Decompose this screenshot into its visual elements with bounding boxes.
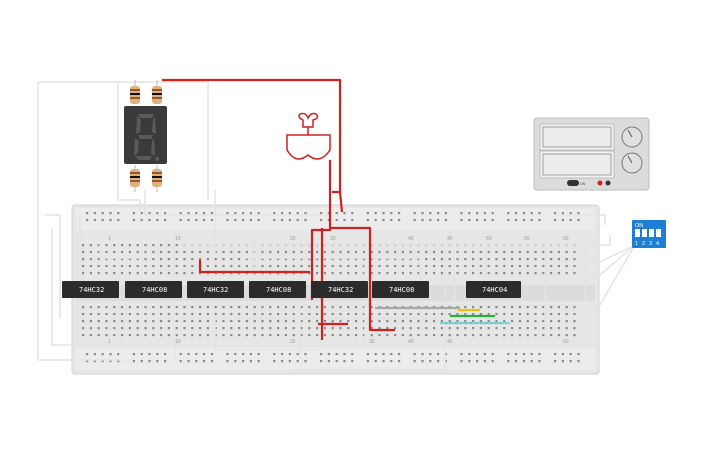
power-button-label: ON xyxy=(580,182,586,186)
seven-segment-digit xyxy=(134,114,159,161)
dip-toggle[interactable] xyxy=(642,229,647,237)
dip-position-label: 4 xyxy=(656,241,659,247)
column-number: 30 xyxy=(330,236,336,242)
resistor[interactable] xyxy=(152,165,162,192)
wire[interactable] xyxy=(180,235,611,246)
dip-position-label: 1 xyxy=(635,241,638,247)
column-number: 45 xyxy=(447,236,453,242)
wire[interactable] xyxy=(51,228,118,346)
seven-segment-value: 8. xyxy=(0,0,2,1)
wire[interactable] xyxy=(144,190,330,216)
wire[interactable] xyxy=(454,270,546,326)
wire[interactable] xyxy=(240,257,421,280)
wire[interactable] xyxy=(38,81,209,200)
wire[interactable] xyxy=(99,230,140,259)
wire[interactable] xyxy=(338,191,344,213)
chip-label: 74HC32 xyxy=(328,286,353,294)
ic-chip-74hc08[interactable]: 74HC08 xyxy=(125,281,182,298)
ic-chip-74hc32[interactable]: 74HC32 xyxy=(311,281,368,298)
resistor[interactable] xyxy=(130,165,140,192)
seven-segment-display[interactable]: 8. xyxy=(0,0,167,164)
column-number: 55 xyxy=(524,236,530,242)
dip-toggle[interactable] xyxy=(649,229,654,237)
breadboard-holes xyxy=(82,212,580,363)
chip-label: 74HC08 xyxy=(266,286,291,294)
piezo-buzzer[interactable] xyxy=(286,112,331,160)
wire[interactable] xyxy=(214,315,320,351)
dip-toggle[interactable] xyxy=(635,229,640,237)
column-number: 40 xyxy=(408,236,414,242)
column-number: 60 xyxy=(563,236,569,242)
dip-toggle[interactable] xyxy=(656,229,661,237)
column-number: 1 xyxy=(108,339,111,345)
column-number: 10 xyxy=(175,339,181,345)
resistor[interactable] xyxy=(152,80,162,104)
ic-chips[interactable]: 74HC32 74HC08 74HC32 74HC08 74HC32 74HC0… xyxy=(62,281,521,298)
ic-chip-74hc04[interactable]: 74HC04 xyxy=(466,281,521,298)
column-number: 1 xyxy=(108,236,111,242)
column-number: 50 xyxy=(486,236,492,242)
ic-chip-74hc08[interactable]: 74HC08 xyxy=(372,281,429,298)
resistor[interactable] xyxy=(130,80,140,104)
chip-label: 74HC32 xyxy=(79,286,104,294)
wire[interactable] xyxy=(198,260,310,274)
resistors[interactable] xyxy=(130,80,162,192)
dip-switch[interactable]: ON 1 2 3 4 xyxy=(632,220,666,248)
dip-position-label: 3 xyxy=(649,241,652,247)
chip-label: 74HC08 xyxy=(389,286,414,294)
column-number: 10 xyxy=(175,236,181,242)
wire[interactable] xyxy=(45,214,61,318)
column-number: 25 xyxy=(290,339,296,345)
wire[interactable] xyxy=(540,244,636,276)
column-number: 35 xyxy=(369,339,375,345)
power-supply[interactable]: ON xyxy=(533,117,650,191)
chip-label: 74HC08 xyxy=(142,286,167,294)
wire[interactable] xyxy=(560,244,636,263)
ic-chip-74hc08[interactable]: 74HC08 xyxy=(249,281,306,298)
wire[interactable] xyxy=(330,226,395,332)
jumper-wires[interactable] xyxy=(375,306,510,325)
power-button[interactable] xyxy=(567,180,579,186)
column-number: 25 xyxy=(290,236,296,242)
positive-terminal[interactable] xyxy=(597,180,603,186)
dip-switch-title: ON xyxy=(635,223,643,229)
chip-label: 74HC32 xyxy=(203,286,228,294)
wire[interactable] xyxy=(117,82,141,222)
ic-chip-74hc32[interactable]: 74HC32 xyxy=(187,281,244,298)
red-wires[interactable] xyxy=(162,78,395,340)
column-number: 40 xyxy=(408,339,414,345)
wire[interactable] xyxy=(254,240,301,360)
column-number: 45 xyxy=(447,339,453,345)
wire[interactable] xyxy=(37,82,132,361)
wire[interactable] xyxy=(555,214,606,225)
chip-label: 74HC04 xyxy=(482,286,507,294)
ic-chip-74hc32[interactable]: 74HC32 xyxy=(62,281,119,298)
column-number: 60 xyxy=(563,339,569,345)
dip-position-label: 2 xyxy=(642,241,645,247)
negative-terminal[interactable] xyxy=(605,180,611,186)
white-wires[interactable] xyxy=(37,81,636,371)
wire[interactable] xyxy=(160,244,636,306)
wire[interactable] xyxy=(162,78,342,194)
wire[interactable] xyxy=(150,249,446,371)
